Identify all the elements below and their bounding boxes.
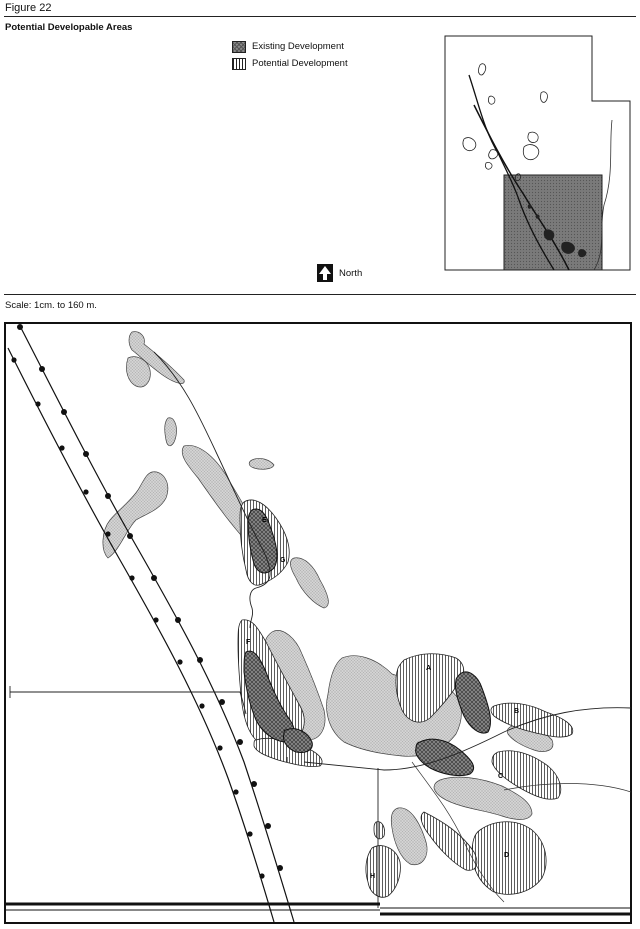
shoreline xyxy=(153,351,271,629)
map-title: Potential Developable Areas xyxy=(5,22,133,33)
north-arrow-icon xyxy=(317,264,333,282)
main-site-map: A B C D E F G H I xyxy=(4,322,632,924)
inset-locator-map xyxy=(444,35,631,271)
inset-river xyxy=(593,119,613,271)
top-rule xyxy=(4,16,636,17)
inset-coastline xyxy=(468,74,555,271)
existing-development-areas xyxy=(243,508,491,777)
area-label-h: H xyxy=(370,873,375,880)
creek xyxy=(411,761,505,903)
legend-item-potential: Potential Development xyxy=(232,55,348,72)
area-label-c: C xyxy=(498,773,503,780)
middle-rule xyxy=(4,294,636,295)
inset-frame xyxy=(444,35,631,271)
area-label-a: A xyxy=(426,665,431,672)
area-label-g: G xyxy=(280,557,286,564)
figure-label: Figure 22 xyxy=(5,2,52,14)
existing-development-swatch xyxy=(232,40,246,53)
legend: Existing Development Potential Developme… xyxy=(232,38,348,72)
area-label-f: F xyxy=(246,639,251,646)
survey-boundary-west xyxy=(10,691,247,715)
potential-development-swatch xyxy=(232,57,246,70)
developable-areas-light xyxy=(102,331,554,866)
inset-highway xyxy=(473,104,570,271)
area-label-b: B xyxy=(514,708,519,715)
scale-text: Scale: 1cm. to 160 m. xyxy=(5,300,97,311)
area-label-i: I xyxy=(286,757,288,764)
north-indicator: North xyxy=(317,264,362,282)
map-frame xyxy=(4,322,632,924)
north-label: North xyxy=(339,267,363,279)
legend-potential-label: Potential Development xyxy=(252,58,348,69)
area-label-e: E xyxy=(262,517,267,524)
survey-boundary-east xyxy=(303,707,632,771)
area-labels: A B C D E F G H I xyxy=(246,517,519,880)
legend-existing-label: Existing Development xyxy=(252,41,344,52)
highway-corridor xyxy=(7,324,295,923)
inset-study-area xyxy=(503,174,603,271)
legend-item-existing: Existing Development xyxy=(232,38,348,55)
area-label-d: D xyxy=(504,852,509,859)
